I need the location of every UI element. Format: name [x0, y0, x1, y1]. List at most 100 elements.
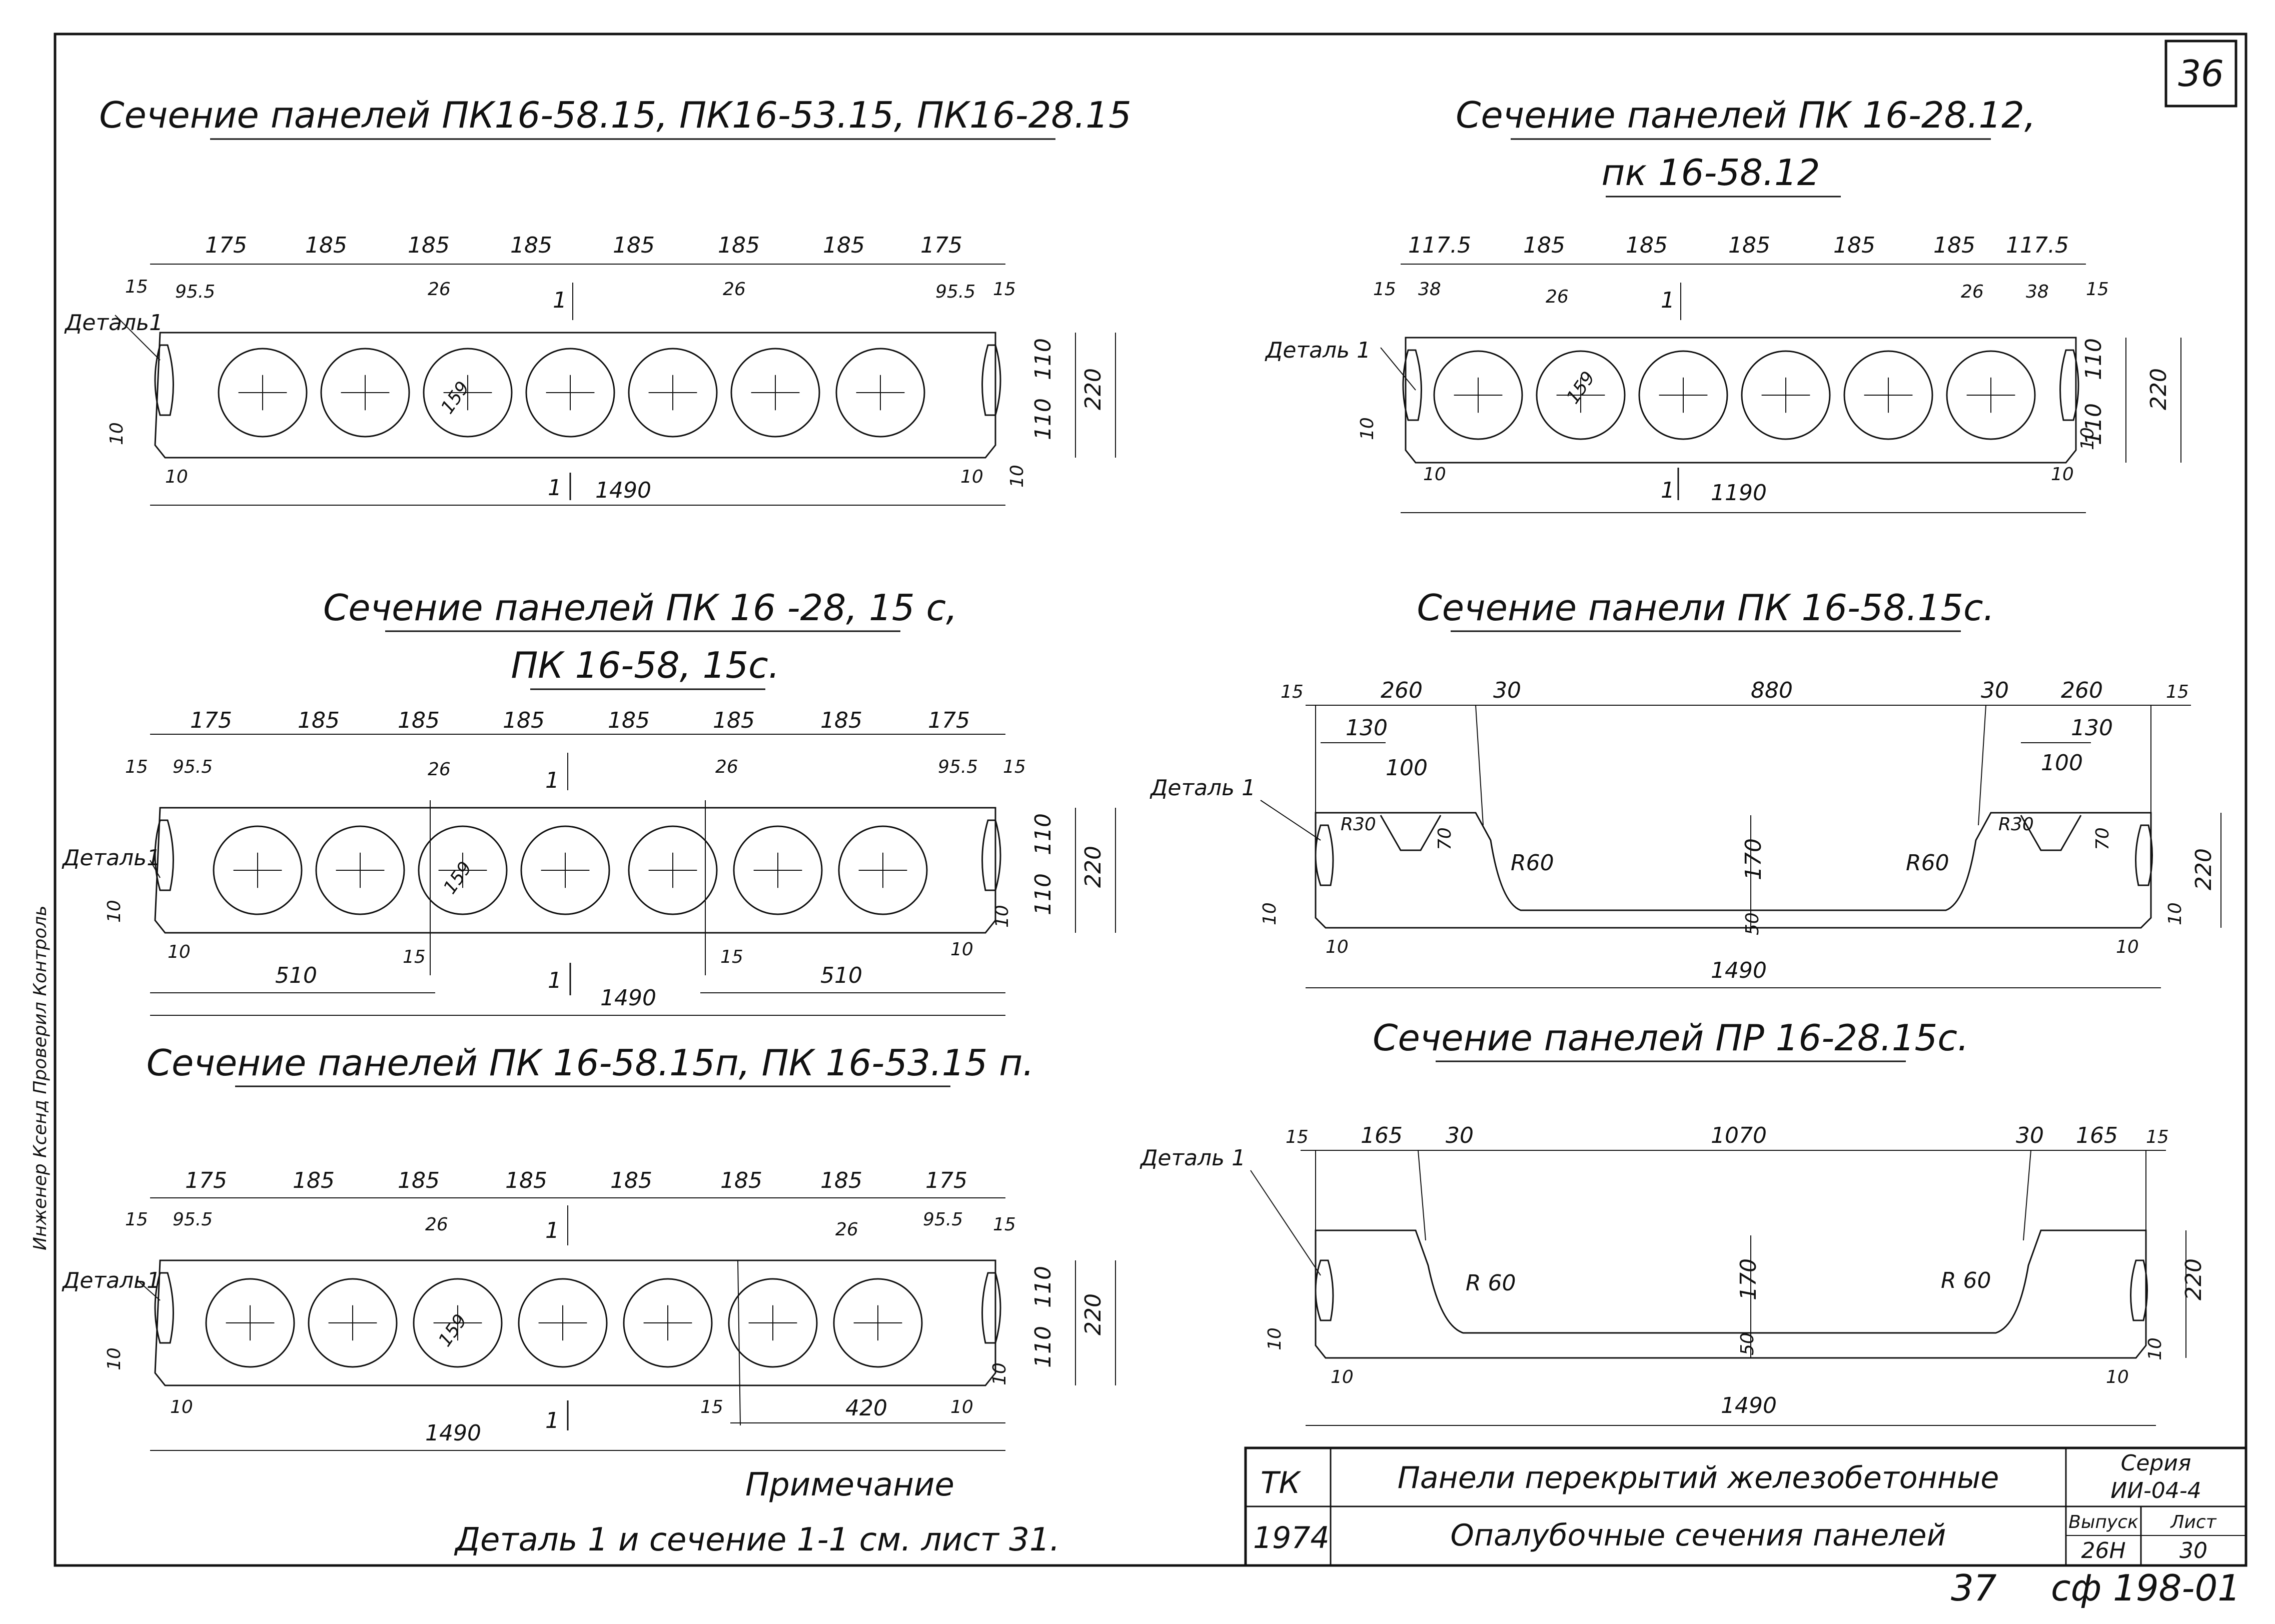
svg-text:R 60: R 60 [1466, 1270, 1516, 1296]
void-crosshair [443, 375, 492, 411]
svg-text:15: 15 [403, 947, 426, 967]
section-5-title: Сечение панелей ПК 16-58.15п, ПК 16-53.1… [147, 1042, 1034, 1084]
section-2-top-dims: 117.5 185 185 185 185 185 117.5 [1408, 233, 2069, 258]
svg-text:70: 70 [1435, 827, 1455, 850]
svg-text:260: 260 [1381, 678, 1423, 703]
void-circle [733, 825, 823, 915]
svg-text:15: 15 [2166, 682, 2189, 702]
svg-text:10: 10 [107, 422, 127, 445]
svg-text:10: 10 [2165, 902, 2185, 925]
section-6: Сечение панелей ПР 16-28.15с. 15 165 30 … [1140, 1017, 2206, 1426]
svg-text:38: 38 [1418, 279, 1441, 300]
section-2: Сечение панелей ПК 16-28.12, пк 16-58.12… [1265, 94, 2181, 513]
svg-text:15: 15 [125, 277, 148, 297]
void-crosshair [1864, 377, 1913, 413]
svg-text:110: 110 [1030, 873, 1056, 915]
void-circle [728, 1278, 818, 1368]
section-3-sub-dims: 15 95.5 26 1 26 95.5 15 [125, 757, 1026, 793]
void-circle [1638, 350, 1728, 440]
svg-text:10: 10 [2145, 1337, 2165, 1360]
svg-text:26: 26 [428, 759, 451, 780]
section-5-sub-dims: 15 95.5 26 1 26 95.5 15 [125, 1209, 1016, 1243]
svg-text:880: 880 [1751, 678, 1793, 703]
svg-text:175: 175 [920, 233, 962, 258]
svg-text:130: 130 [2071, 715, 2113, 741]
svg-text:R30: R30 [1341, 814, 1376, 835]
svg-text:26: 26 [723, 279, 746, 300]
svg-text:26: 26 [1961, 282, 1984, 302]
void-crosshair [1454, 377, 1503, 413]
svg-text:10: 10 [104, 1347, 125, 1370]
section-4-title: Сечение панели ПК 16-58.15с. [1417, 587, 1994, 629]
section-6-width: 1490 [1721, 1393, 1777, 1418]
tb-year: 1974 [1253, 1520, 1330, 1555]
svg-text:220: 220 [2146, 368, 2171, 410]
svg-text:10: 10 [2077, 427, 2098, 450]
svg-text:260: 260 [2061, 678, 2103, 703]
section-1: Сечение панелей ПК16-58.15, ПК16-53.15, … [64, 94, 1131, 506]
svg-text:R 60: R 60 [1941, 1268, 1991, 1293]
svg-text:10: 10 [170, 1397, 193, 1417]
svg-text:185: 185 [1933, 233, 1975, 258]
svg-text:15: 15 [700, 1397, 723, 1417]
svg-text:1070: 1070 [1711, 1123, 1767, 1148]
svg-text:420: 420 [845, 1395, 887, 1421]
svg-text:110: 110 [1030, 813, 1056, 855]
svg-text:10: 10 [104, 900, 125, 923]
section-3-detail: Деталь1 [62, 845, 161, 871]
svg-text:110: 110 [1030, 338, 1056, 380]
svg-text:1: 1 [545, 1408, 559, 1433]
section-3-voids [213, 825, 928, 915]
section-3-top-dims: 175 185 185 185 185 185 185 175 [190, 708, 970, 733]
svg-text:95.5: 95.5 [935, 282, 975, 302]
svg-text:185: 185 [1728, 233, 1770, 258]
svg-text:10: 10 [1331, 1367, 1354, 1387]
void-crosshair [546, 375, 595, 411]
svg-text:185: 185 [398, 708, 440, 733]
tb-sheet-label: Лист [2169, 1512, 2216, 1532]
void-circle [628, 825, 718, 915]
section-3-width: 1490 [600, 985, 656, 1011]
title-block: ТК 1974 Панели перекрытий железобетонные… [1244, 1446, 2247, 1567]
tb-subtitle: Опалубочные сечения панелей [1451, 1518, 1946, 1553]
svg-text:R60: R60 [1511, 850, 1554, 876]
void-circle [520, 825, 610, 915]
section-4-detail: Деталь 1 [1150, 775, 1256, 801]
void-crosshair [541, 852, 590, 888]
svg-text:10: 10 [168, 942, 191, 962]
void-circle [308, 1278, 398, 1368]
svg-text:R60: R60 [1906, 850, 1949, 876]
section-1-sub-dims: 15 95.5 26 1 26 95.5 15 [125, 277, 1016, 313]
side-stamp: Инженер Ксенд Проверил Контроль [30, 905, 51, 1250]
svg-text:95.5: 95.5 [938, 757, 978, 777]
section-5-circle-label: 159 [435, 1310, 471, 1350]
void-crosshair [856, 375, 905, 411]
void-crosshair [751, 375, 800, 411]
svg-text:185: 185 [398, 1168, 440, 1193]
svg-text:10: 10 [1357, 417, 1378, 440]
svg-text:10: 10 [989, 1362, 1010, 1385]
void-crosshair [1556, 377, 1605, 413]
svg-text:70: 70 [2092, 827, 2113, 850]
void-crosshair [858, 852, 907, 888]
section-4-sub-dims: 130 100 130 100 [1346, 715, 2113, 781]
section-1-detail: Деталь1 [64, 310, 163, 336]
section-6-title: Сечение панелей ПР 16-28.15с. [1373, 1017, 1969, 1059]
note-heading: Примечание [745, 1466, 954, 1503]
section-5-detail: Деталь1 [62, 1268, 161, 1293]
section-1-width: 1490 [595, 478, 651, 503]
void-crosshair [233, 852, 282, 888]
svg-text:38: 38 [2026, 282, 2049, 302]
void-crosshair [853, 1305, 902, 1341]
section-5-width: 1490 [425, 1420, 481, 1446]
svg-text:175: 175 [185, 1168, 227, 1193]
svg-text:170: 170 [1736, 1258, 1761, 1300]
svg-text:1: 1 [545, 768, 559, 793]
section-2-sub-dims: 15 38 26 1 26 38 15 [1373, 279, 2109, 313]
svg-text:130: 130 [1346, 715, 1388, 741]
svg-text:95.5: 95.5 [173, 1209, 213, 1230]
svg-text:10: 10 [1265, 1327, 1285, 1350]
svg-text:10: 10 [950, 1397, 973, 1417]
svg-text:220: 220 [1080, 846, 1106, 888]
